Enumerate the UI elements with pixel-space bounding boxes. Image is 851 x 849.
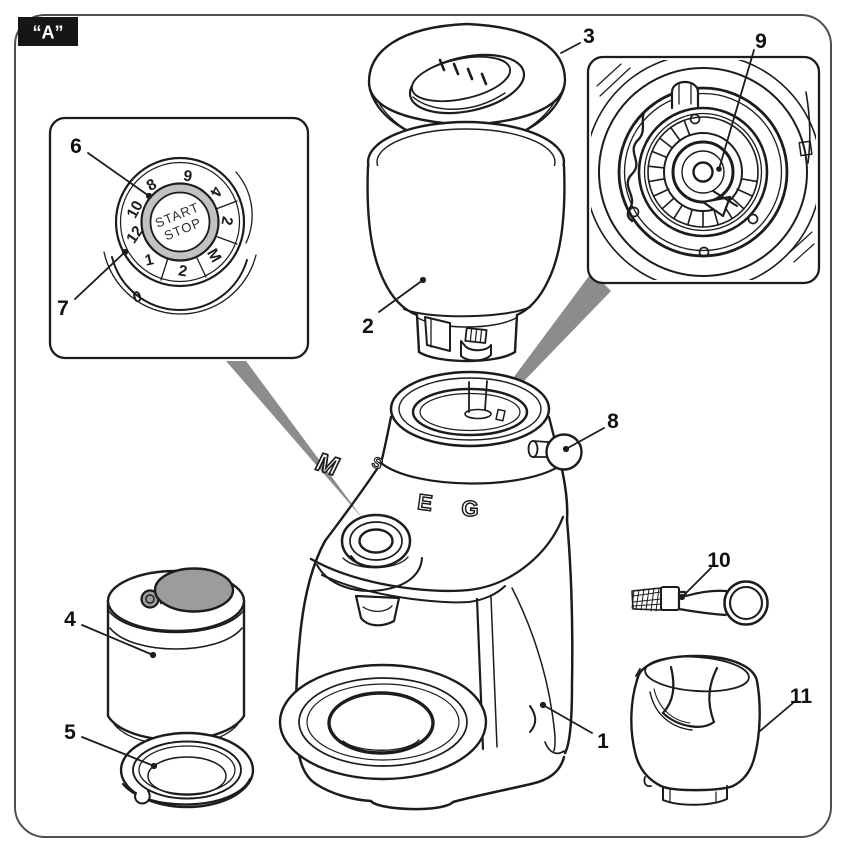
dial-num-top: 9	[182, 167, 193, 185]
leader-line-4	[81, 624, 154, 656]
dial-num-10: 10	[124, 198, 147, 221]
burr-callout: 9	[586, 30, 821, 285]
dial-num-1: 1	[143, 251, 155, 269]
badge-label: “A”	[33, 23, 64, 43]
leader-dot-5	[150, 762, 158, 770]
callout-label-8: 8	[607, 410, 619, 433]
callout-label-11: 11	[790, 685, 813, 708]
dial-pointer-wedge	[226, 361, 363, 519]
leader-dot-10	[678, 593, 686, 601]
leader-line-8	[565, 427, 605, 450]
figure-badge: “A”	[18, 17, 78, 46]
dial-gray-ring	[141, 183, 219, 261]
cup-adapter-drawing	[630, 654, 761, 806]
brush-bristles	[631, 587, 663, 612]
container-lid-drawing	[119, 731, 255, 809]
callout-label-9: 9	[755, 30, 767, 53]
leader-dot-2	[419, 276, 427, 284]
dial-num-2-bottom: 2	[177, 262, 188, 280]
leader-line-3	[560, 42, 581, 54]
callout-label-7: 7	[57, 297, 69, 320]
dial-callout: START STOP 8 9 4 2 M 2 1 12 10 0 6 7	[48, 116, 310, 360]
bean-hopper-drawing	[366, 120, 566, 363]
badge-background	[18, 17, 78, 46]
leader-line-2	[378, 279, 424, 313]
leader-line-5	[81, 736, 155, 767]
burr-detail-drawing	[591, 60, 816, 280]
part-callouts: 1 2 3 4 5 8 10 11	[64, 25, 813, 770]
callout-label-2: 2	[362, 315, 374, 338]
dial-ticks	[160, 200, 238, 281]
leader-line-10	[681, 567, 712, 598]
callout-label-1: 1	[597, 730, 609, 753]
dial-num-12: 12	[123, 223, 147, 247]
lid-grip-ticks	[438, 58, 488, 86]
callout-label-5: 5	[64, 721, 76, 744]
callout-label-3: 3	[583, 25, 595, 48]
callout-label-10: 10	[707, 549, 730, 572]
adjust-knob	[545, 433, 583, 471]
leader-dot-6	[145, 192, 153, 200]
container-lid-disc	[153, 567, 235, 613]
leader-line-11	[759, 702, 794, 732]
callout-label-4: 4	[64, 608, 76, 631]
grinder-body-drawing: S M E G	[278, 370, 583, 811]
start-stop-button	[150, 192, 210, 252]
burr-spring-wire	[626, 104, 654, 223]
brand-letter-g: G	[461, 496, 479, 522]
burr-teeth	[647, 119, 758, 228]
leader-dot-8	[562, 445, 570, 453]
leader-dot-4	[149, 651, 157, 659]
leader-dot-9	[716, 166, 722, 172]
leader-dot-7	[121, 248, 129, 256]
leader-line-1	[542, 704, 593, 734]
leader-dot-1	[539, 701, 547, 709]
cleaning-brush-drawing	[631, 580, 769, 626]
leader-line-7	[74, 251, 126, 300]
leader-line-9	[718, 49, 755, 170]
brand-letter-e: E	[416, 489, 434, 516]
leader-line-6	[87, 152, 150, 197]
callout-label-6: 6	[70, 135, 82, 158]
dial-num-2-right: 2	[217, 215, 235, 226]
coffee-container-drawing	[106, 567, 246, 746]
